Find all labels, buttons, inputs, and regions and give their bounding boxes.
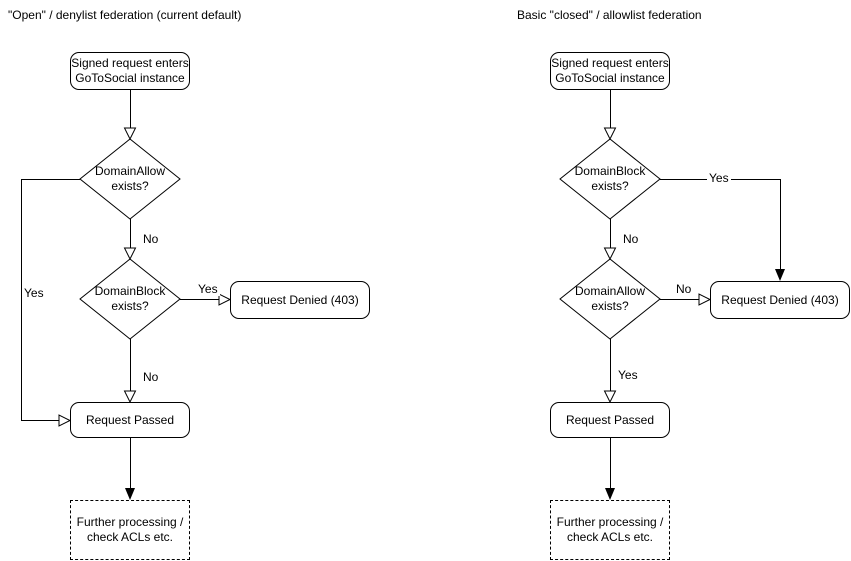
arrowhead-hollow-right-icon [698,293,712,306]
right-edge-label-yes-2: Yes [616,368,640,382]
left-chart-title: "Open" / denylist federation (current de… [8,8,242,22]
arrowhead-hollow-down-icon [123,247,137,261]
right-chart-title: Basic "closed" / allowlist federation [517,8,702,22]
arrowhead-filled-down-icon [605,488,615,500]
left-edge-label-no-1: No [141,232,161,246]
right-edge-label-no-1: No [621,232,641,246]
right-edge-yes-to-denied [660,179,781,270]
left-edge-yes-loop [21,179,80,421]
arrowhead-filled-down-icon [125,488,135,500]
left-decision1-diamond-shape [79,138,181,220]
arrowhead-hollow-down-icon [603,127,617,141]
right-request-denied-node: Request Denied (403) [710,281,850,319]
left-edge-label-yes-loop: Yes [22,286,46,300]
left-request-denied-node: Request Denied (403) [230,281,370,319]
right-decision2-diamond-shape [559,258,661,340]
left-request-passed-node: Request Passed [70,402,190,438]
right-request-passed-node: Request Passed [550,402,670,438]
right-decision-domainallow-label: DomainAllow exists? [574,284,646,313]
right-further-processing-node: Further processing / check ACLs etc. [550,500,670,560]
left-decision-domainblock-label: DomainBlock exists? [94,284,166,313]
left-decision-domainallow-label: DomainAllow exists? [94,164,166,193]
left-edge-label-no-2: No [141,370,161,384]
left-edge-label-yes-denied: Yes [196,282,220,296]
right-decision1-diamond-shape [559,138,661,220]
right-start-node: Signed request enters GoToSocial instanc… [550,52,670,90]
arrowhead-filled-down-icon [775,269,785,281]
right-edge-label-yes-denied: Yes [707,171,731,185]
left-further-processing-node: Further processing / check ACLs etc. [70,500,190,560]
arrowhead-hollow-down-icon [603,247,617,261]
arrowhead-hollow-down-icon [123,390,137,404]
left-start-node: Signed request enters GoToSocial instanc… [70,52,190,90]
right-edge-label-no-denied: No [674,282,694,296]
arrowhead-hollow-right-icon [218,293,232,306]
arrowhead-hollow-down-icon [603,390,617,404]
right-decision-domainblock-label: DomainBlock exists? [574,164,646,193]
left-decision2-diamond-shape [79,258,181,340]
arrowhead-hollow-down-icon [123,127,137,141]
arrowhead-hollow-right-icon [58,414,72,427]
